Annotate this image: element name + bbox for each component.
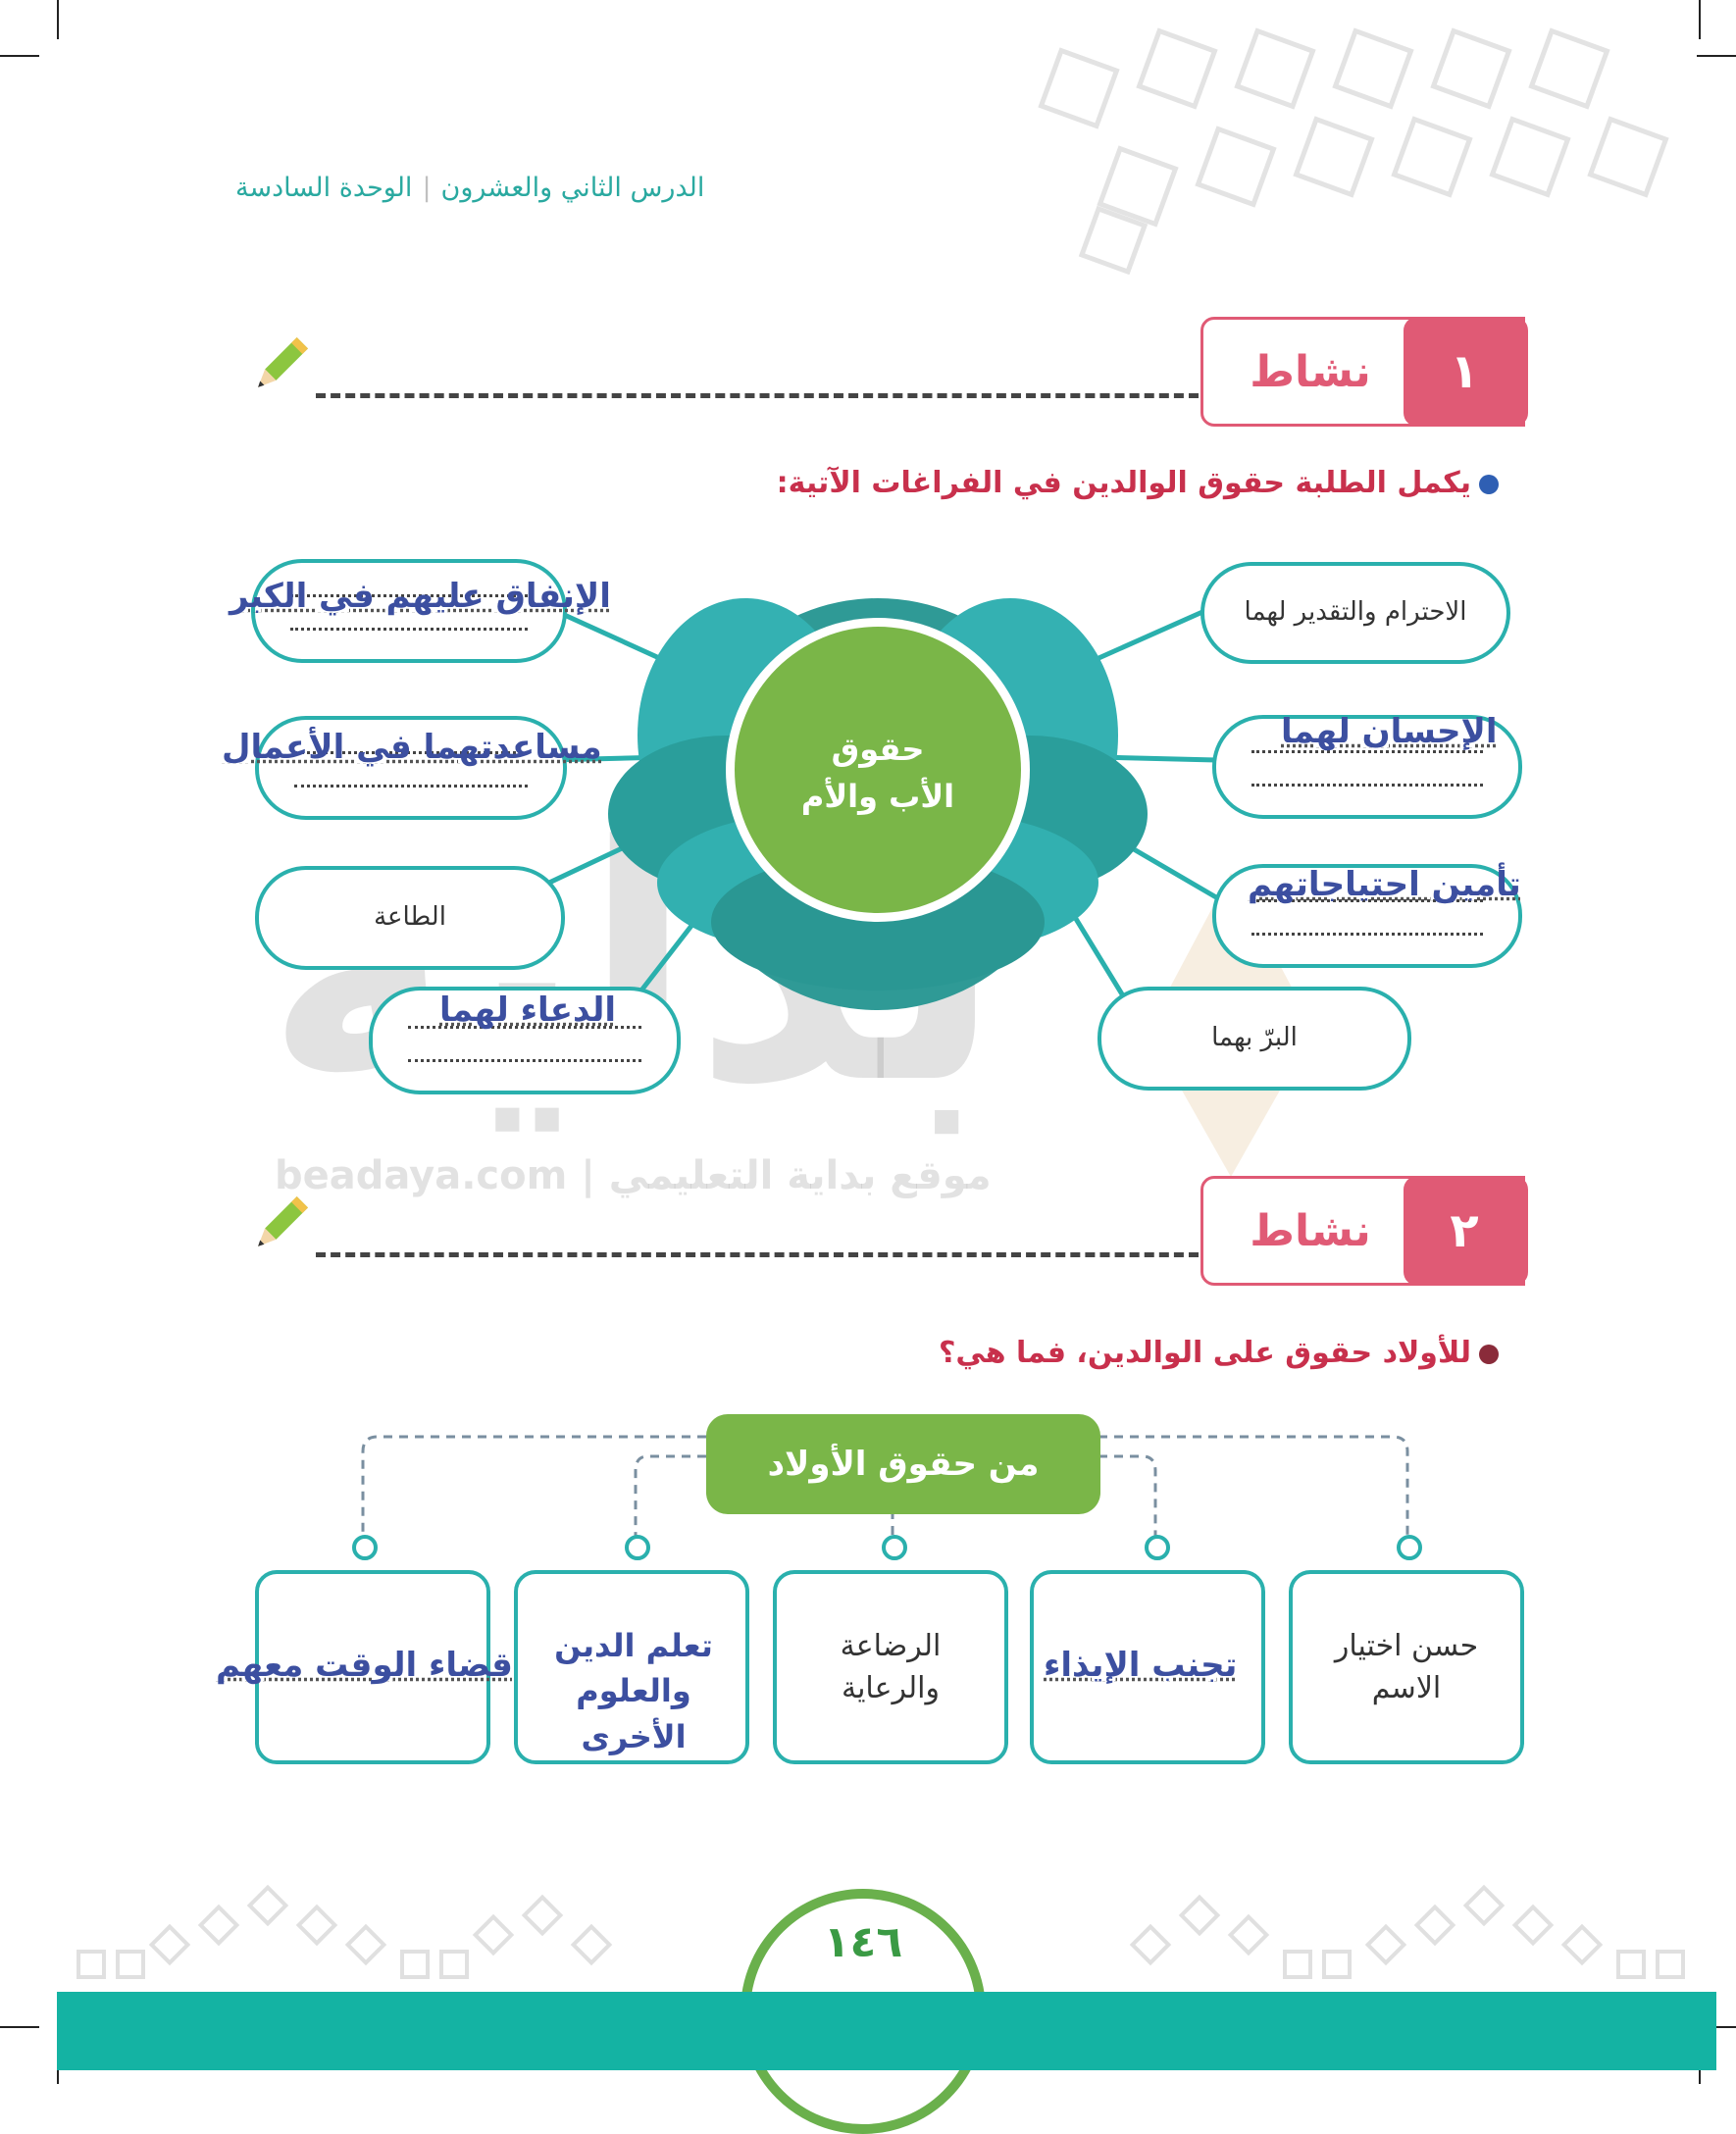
activity-1-question: يكمل الطلبة حقوق الوالدين في الفراغات ال… [777,466,1499,500]
fill-line [1251,750,1483,753]
left-pill-1-answer: الإنفاق عليهم في الكبر [230,577,611,616]
bottom-pattern [77,1884,1685,1979]
connector-node [882,1535,907,1560]
center-line-1: حقوق [831,731,925,768]
fill-line [408,1059,641,1062]
center-line-2: الأب والأم [800,778,955,815]
lesson-title: الدرس الثاني والعشرون [440,173,705,203]
watermark-tagline: موقع بداية التعليمي [608,1153,992,1198]
right-pill-1: الاحترام والتقدير لهما [1200,562,1510,664]
card-3: الرضاعة والرعاية [773,1570,1008,1764]
unit-title: الوحدة السادسة [235,173,413,203]
left-pill-3: الطاعة [255,866,565,970]
left-pill-4[interactable] [369,987,681,1094]
fill-line [290,628,528,631]
left-pill-3-text: الطاعة [374,902,446,933]
right-pill-2[interactable] [1212,715,1522,819]
right-pill-2-answer: الإحسان لهما [1281,712,1498,751]
card-2[interactable] [1030,1570,1265,1764]
fill-line [1251,933,1483,936]
card-1: حسن اختيار الاسم [1289,1570,1524,1764]
watermark-site: beadaya.com [275,1153,568,1198]
right-pill-3-answer: تأمين احتياجاتهم [1248,865,1521,904]
pencil-icon [258,337,308,387]
crop-mark [0,2026,39,2028]
left-pill-2-answer: مساعدتهما في الأعمال [222,728,602,767]
activity-2-label: نشاط [1250,1205,1371,1256]
watermark-text: beadaya.com | موقع بداية التعليمي [275,1153,992,1198]
card-5[interactable] [255,1570,490,1764]
connector-node [625,1535,650,1560]
right-pill-1-text: الاحترام والتقدير لهما [1244,597,1467,628]
connector-node [1397,1535,1422,1560]
pencil-icon [258,1196,308,1246]
crop-mark [57,0,59,39]
left-pill-2[interactable] [255,716,567,820]
page-number: ١٤٦ [823,1917,903,1967]
crop-mark [0,55,39,57]
card-1-text: حسن اختيار الاسم [1334,1628,1479,1706]
right-pill-3[interactable] [1212,864,1522,968]
activity-2-divider [316,1252,1199,1257]
right-pill-4: البرّ بهما [1098,987,1411,1091]
activity-1-badge: ١ نشاط [1200,317,1528,427]
page-header: الدرس الثاني والعشرون|الوحدة السادسة [235,173,705,203]
activity-2-question: للأولاد حقوق على الوالدين، فما هي؟ [939,1336,1499,1370]
crop-mark [1697,2026,1736,2028]
fill-line [290,594,528,597]
bullet-icon [1479,474,1499,494]
mind-map-diagram [547,598,1218,1022]
fill-line [294,785,528,788]
card-3-text: الرضاعة والرعاية [840,1628,942,1706]
footer-bar-overlay [57,1992,1716,2070]
activity-1-divider [316,393,1199,398]
activity-1-question-text: يكمل الطلبة حقوق الوالدين في الفراغات ال… [776,466,1471,500]
crop-mark [1697,55,1736,57]
connector-node [352,1535,378,1560]
mind-map-center: حقوق الأب والأم [735,726,1021,820]
connector-node [1145,1535,1170,1560]
decorative-pattern [1038,27,1669,275]
left-pill-4-answer: الدعاء لهما [439,991,617,1030]
tree-connectors [361,1435,1409,1538]
crop-mark [1699,0,1701,39]
children-rights-header: من حقوق الأولاد [706,1414,1100,1514]
activity-1-number: ١ [1404,317,1525,427]
card-2-answer: تجنب الإيذاء [1044,1646,1238,1685]
right-pill-4-text: البرّ بهما [1211,1023,1298,1053]
card-5-answer: قضاء الوقت معهم [216,1646,513,1685]
fill-line [1251,899,1483,902]
activity-2-question-text: للأولاد حقوق على الوالدين، فما هي؟ [938,1336,1471,1370]
activity-2-number: ٢ [1404,1176,1525,1286]
fill-line [1251,784,1483,787]
activity-2-badge: ٢ نشاط [1200,1176,1528,1286]
card-4[interactable] [514,1570,749,1764]
fill-line [408,1026,641,1029]
left-pill-1[interactable] [251,559,567,663]
activity-1-label: نشاط [1250,346,1371,397]
fill-line [294,751,528,754]
card-4-answer: تعلم الدين والعلوم الأخرى [554,1627,713,1755]
bullet-icon [1479,1344,1499,1364]
